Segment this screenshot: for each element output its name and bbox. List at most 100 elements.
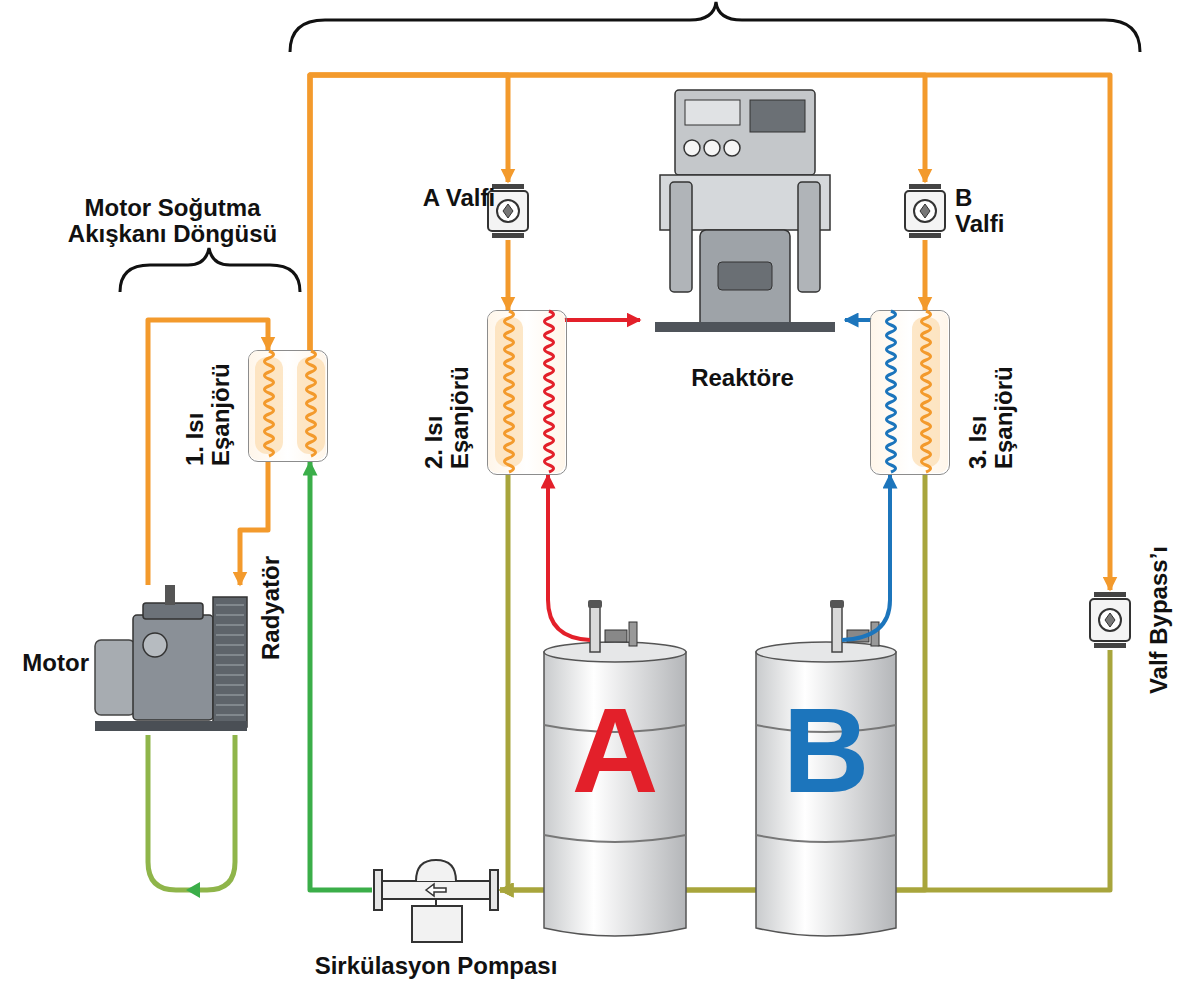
node-label: A Valfi xyxy=(423,185,495,211)
hx-node: 3. Isı Eşanjörü xyxy=(870,310,950,475)
valve-body xyxy=(1090,599,1130,641)
engine-loop-pipe xyxy=(148,735,235,890)
radiator-fin xyxy=(216,714,244,716)
gauge xyxy=(724,140,740,156)
pump-flange xyxy=(374,870,382,910)
gauge xyxy=(704,140,720,156)
switch-panel xyxy=(685,100,740,125)
valve-flange xyxy=(1094,643,1126,648)
coil-winding xyxy=(545,311,554,472)
display xyxy=(750,100,805,132)
pipe-connector xyxy=(310,75,508,350)
node-label: Sirkülasyon Pompası xyxy=(315,953,558,979)
pipe-connector xyxy=(310,75,1110,590)
pump-cap xyxy=(830,600,844,608)
radiator-fin xyxy=(216,604,244,606)
node-label: B Valfi xyxy=(955,185,1004,238)
valve-picture xyxy=(903,182,947,240)
pump-motor xyxy=(412,906,462,942)
coil-winding xyxy=(505,311,514,472)
coil-winding xyxy=(922,311,931,472)
gauge xyxy=(684,140,700,156)
pump-stick xyxy=(832,606,842,652)
valve-flange xyxy=(909,233,941,238)
exchanger-fill xyxy=(871,311,948,473)
valve-flange xyxy=(492,233,524,238)
pump-stem xyxy=(435,899,437,906)
coil-winding xyxy=(307,351,316,456)
drum-node: B xyxy=(752,600,900,940)
turbo xyxy=(143,633,167,657)
pump-flange xyxy=(490,870,498,910)
valve-disc xyxy=(914,200,936,222)
drum-letter: A xyxy=(572,690,659,810)
radiator-fin xyxy=(216,624,244,626)
engine-picture xyxy=(95,585,250,735)
coil-winding xyxy=(887,311,896,472)
drum-lid xyxy=(544,642,686,662)
pump-volute xyxy=(416,860,456,881)
hx-picture xyxy=(871,311,951,476)
engine-block xyxy=(133,615,213,720)
radiator-fin xyxy=(216,644,244,646)
pump-pipe xyxy=(380,881,492,899)
feed-hose xyxy=(548,600,590,640)
loop-bracket xyxy=(120,248,300,292)
pump-stick xyxy=(590,606,600,652)
drum-rib xyxy=(544,835,686,842)
part-label: Radyatör xyxy=(258,556,284,660)
valve-flange xyxy=(1094,592,1126,597)
radiator-fin xyxy=(216,704,244,706)
valve-flange xyxy=(909,184,941,189)
pipe-connector xyxy=(888,475,892,600)
node-label: Reaktöre xyxy=(691,365,794,391)
base xyxy=(655,322,835,332)
top-bracket xyxy=(290,2,1140,52)
valve-arrow xyxy=(920,204,930,218)
hx-node: 1. Isı Eşanjörü xyxy=(248,350,328,462)
valve-picture xyxy=(1088,590,1132,650)
drum-letter: B xyxy=(783,690,870,810)
valve-cover xyxy=(143,603,203,619)
radiator-fin xyxy=(216,674,244,676)
generator xyxy=(95,640,135,715)
fitting xyxy=(605,630,627,642)
node-label: 3. Isı Eşanjörü xyxy=(965,319,1018,469)
hx-picture xyxy=(249,351,329,463)
pump-cylinder xyxy=(798,182,820,292)
node-label: 1. Isı Eşanjörü xyxy=(182,348,235,466)
valve-disc xyxy=(1099,609,1121,631)
hx-picture xyxy=(488,311,568,476)
node-label: 2. Isı Eşanjörü xyxy=(421,319,474,469)
pipe-connector xyxy=(500,475,508,890)
exhaust xyxy=(165,585,175,605)
radiator-core xyxy=(213,597,247,727)
flow-symbol xyxy=(426,884,446,896)
engine-base xyxy=(95,721,247,731)
node-label: Valf Bypass’ı xyxy=(1146,546,1172,694)
motor-housing xyxy=(700,230,790,330)
radiator-fin xyxy=(216,634,244,636)
loop-heading: Motor Soğutma Akışkanı Döngüsü xyxy=(40,195,305,248)
pump-picture xyxy=(372,858,500,945)
exchanger-fill xyxy=(488,311,565,473)
control-cabinet xyxy=(675,90,815,175)
pump-cylinder xyxy=(670,182,692,292)
pipe-connector xyxy=(310,75,925,350)
valve-arrow xyxy=(503,204,513,218)
valve-disc xyxy=(497,200,519,222)
exchanger-fill xyxy=(249,351,326,460)
feed-hose xyxy=(842,600,890,640)
pipe-connector xyxy=(310,462,372,890)
radiator-fin xyxy=(216,654,244,656)
hx-node: 2. Isı Eşanjörü xyxy=(487,310,567,475)
pump-cap xyxy=(588,600,602,608)
drum-node: A xyxy=(540,600,690,940)
drum-body xyxy=(756,652,896,936)
flow-arrowhead xyxy=(186,882,200,898)
drum-rib xyxy=(756,835,896,842)
radiator-fin xyxy=(216,614,244,616)
valve-flange xyxy=(492,184,524,189)
reactor-node: Reaktöre xyxy=(640,90,845,335)
